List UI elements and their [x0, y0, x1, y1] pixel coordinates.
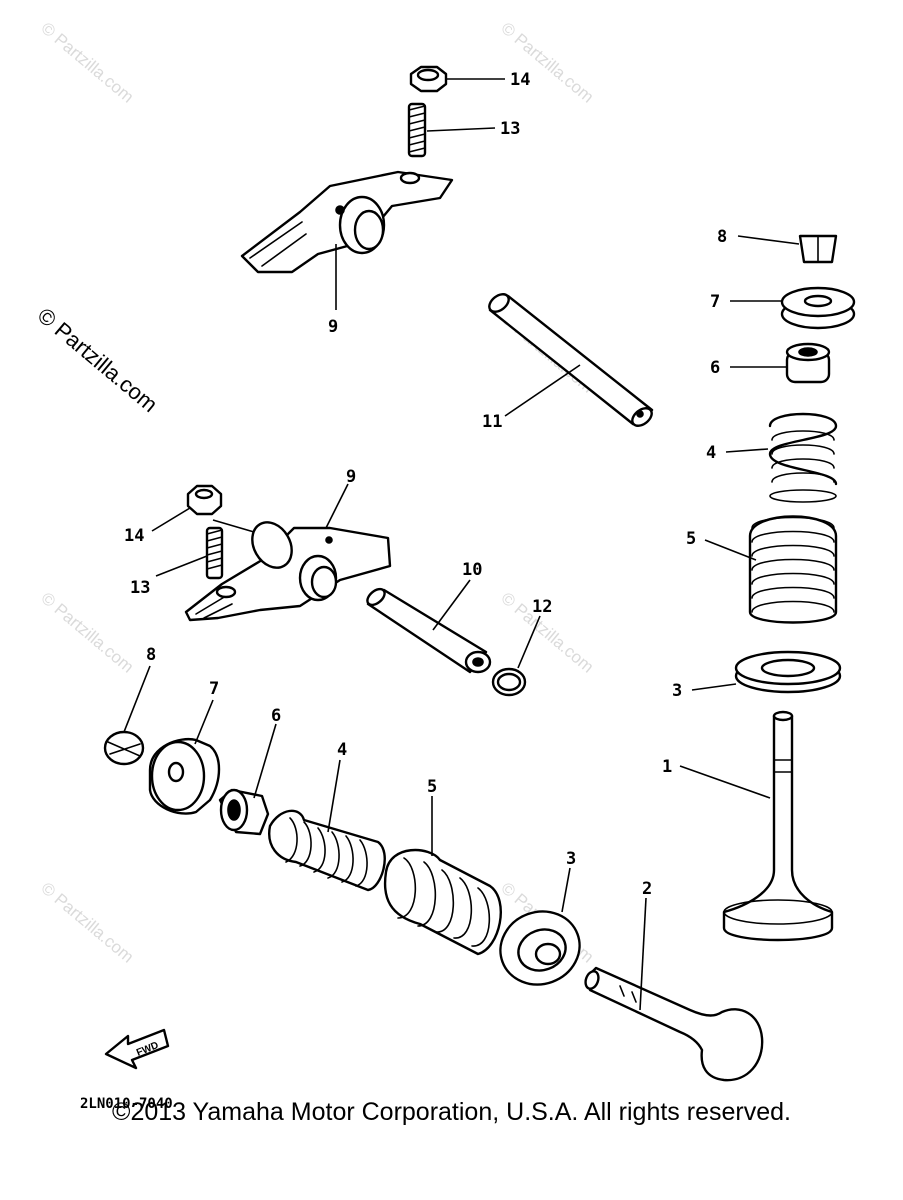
bottom-retainer [148, 737, 221, 815]
callout-12-middle: 12 [532, 597, 552, 617]
leader-line [253, 723, 277, 799]
callout-5-right: 5 [686, 529, 696, 549]
leader-line [426, 127, 496, 132]
callout-8-bottom: 8 [146, 645, 156, 665]
bottom-valve [584, 966, 764, 1082]
watermark: © Partzilla.com [37, 589, 137, 677]
callout-6-bottom: 6 [271, 706, 281, 726]
right-inner-spring [768, 412, 838, 503]
callout-7-bottom: 7 [209, 679, 219, 699]
top-rocker-arm [240, 170, 454, 274]
callout-10-middle: 10 [462, 560, 482, 580]
bottom-stem-seal [218, 788, 270, 836]
callout-6-right: 6 [710, 358, 720, 378]
callout-3-bottom: 3 [566, 849, 576, 869]
leader-line [679, 765, 771, 799]
callout-11-top: 11 [482, 412, 502, 432]
right-stem-seal [785, 342, 831, 384]
diagram-code: 2LN010-7040 [80, 1096, 173, 1112]
middle-o-ring [491, 667, 527, 697]
top-rocker-shaft [488, 293, 654, 427]
fwd-arrow-icon: FWD [104, 1028, 170, 1070]
leader-line [517, 615, 541, 669]
leader-line [725, 448, 769, 453]
leader-line [151, 507, 191, 532]
leader-line [155, 555, 208, 577]
bottom-spring-seat [499, 910, 581, 986]
callout-1-right: 1 [662, 757, 672, 777]
leader-line [639, 897, 647, 1011]
right-cotter [798, 234, 838, 264]
middle-rocker-shaft [366, 587, 492, 674]
leader-line [561, 867, 571, 913]
top-adjuster-screw [407, 102, 427, 158]
leader-line [504, 364, 581, 417]
middle-nut [186, 484, 223, 516]
leader-line [691, 683, 737, 691]
callout-2-bottom: 2 [642, 879, 652, 899]
callout-labels: 14 13 9 11 8 7 6 4 5 3 1 9 14 13 10 12 8… [124, 70, 727, 899]
leader-line [325, 483, 349, 529]
callout-14-middle: 14 [124, 526, 144, 546]
middle-rocker-arm [184, 521, 392, 622]
right-retainer [780, 286, 856, 330]
copyright-notice: ©2013 Yamaha Motor Corporation, U.S.A. A… [112, 1098, 791, 1126]
leader-line [432, 579, 471, 631]
callout-7-right: 7 [710, 292, 720, 312]
watermark: © Partzilla.com [37, 879, 137, 967]
middle-adjuster-screw [205, 526, 237, 599]
leader-line [123, 665, 151, 733]
bottom-inner-spring [268, 809, 386, 892]
leader-line [704, 539, 757, 561]
callout-4-bottom: 4 [337, 740, 347, 760]
leader-line [194, 699, 214, 745]
top-nut [409, 65, 448, 93]
callout-4-right: 4 [706, 443, 716, 463]
callout-13-top: 13 [500, 119, 520, 139]
callout-9-middle: 9 [346, 467, 356, 487]
watermark-large: © Partzilla.com [33, 303, 163, 417]
callout-8-right: 8 [717, 227, 727, 247]
callout-3-right: 3 [672, 681, 682, 701]
right-spring-seat [734, 650, 842, 694]
watermark: © Partzilla.com [497, 19, 597, 107]
leader-line [737, 235, 800, 245]
callout-9-top: 9 [328, 317, 338, 337]
leader-line [212, 519, 255, 533]
right-outer-spring [748, 515, 838, 624]
right-valve [722, 710, 834, 942]
watermark: © Partzilla.com [37, 19, 137, 107]
leader-line [327, 759, 341, 833]
callout-5-bottom: 5 [427, 777, 437, 797]
bottom-cotter [103, 730, 145, 766]
callout-14-top: 14 [510, 70, 530, 90]
callout-13-middle: 13 [130, 578, 150, 598]
bottom-outer-spring [383, 848, 502, 956]
